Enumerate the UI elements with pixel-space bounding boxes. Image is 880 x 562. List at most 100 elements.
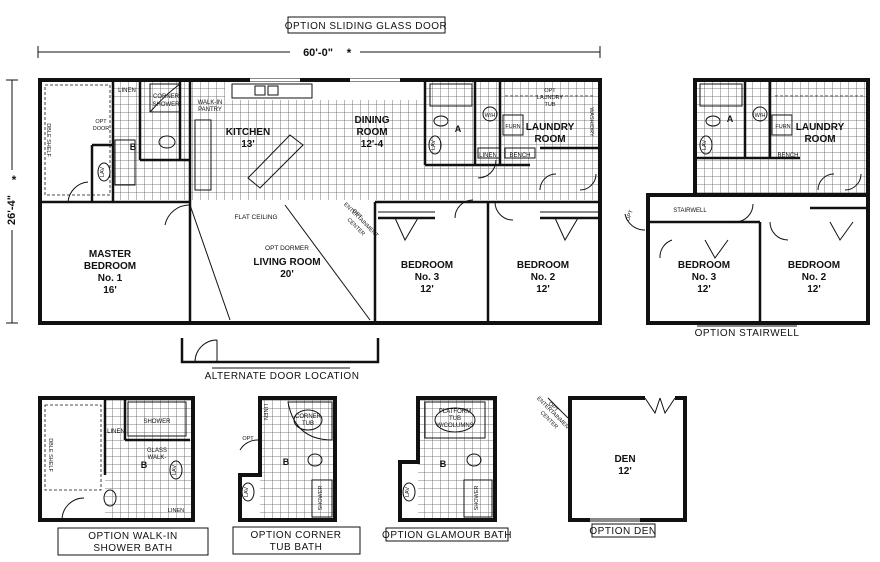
master-label-3: No. 1	[98, 273, 123, 284]
caption-box-glamour	[385, 527, 509, 542]
stair-bedroom3-size: 12'	[697, 284, 711, 295]
corner-opt-label: OPT	[242, 436, 254, 442]
wh-label: W/H	[485, 113, 496, 119]
stair-wh-label: W/H	[755, 113, 766, 119]
master-size: 16'	[103, 285, 117, 296]
stair-bath-a-label: A	[727, 114, 734, 124]
walkin-pantry-label-2: PANTRY	[198, 107, 222, 113]
glamour-shower-label: SHOWER	[474, 486, 480, 511]
opt-laundry-label-2: LAUNDRY	[537, 95, 564, 101]
caption-box-sliding-door	[287, 16, 446, 34]
dining-label-1: DINING	[355, 115, 390, 126]
stair-bedroom3-label-2: No. 3	[692, 272, 717, 283]
stairwell-plan: STAIRWELL OPT A LAV W/H FURN BENCH LAUND…	[624, 78, 870, 325]
master-label-2: BEDROOM	[84, 261, 136, 272]
caption-glamour: OPTION GLAMOUR BATH	[382, 530, 512, 541]
caption-corner-2: TUB BATH	[270, 542, 323, 553]
glamour-platform-label-3: W/COLUMNS	[436, 423, 473, 429]
walkin-shower-label: SHOWER	[144, 419, 172, 425]
bath-b-label: B	[130, 142, 137, 152]
corner-shower-label-1: CORNER	[153, 94, 180, 100]
glamour-platform-label-1: PLATFORM	[439, 409, 471, 415]
dining-label-2: ROOM	[356, 127, 387, 138]
corner-bath-b-label: B	[283, 457, 290, 467]
dble-shelf-label: DBLE SHELF	[45, 123, 51, 157]
width-dimension: 60'-0" *	[37, 44, 601, 60]
bedroom2-label-1: BEDROOM	[517, 260, 569, 271]
walkin-pantry-label-1: WALK-IN	[198, 100, 223, 106]
stair-laundry-label-1: LAUNDRY	[796, 122, 845, 133]
glamour-lav-label: LAV	[405, 487, 411, 497]
corner-tub-bath-plan: CORNER TUB B LINEN LAV SHOWER OPT	[238, 396, 337, 522]
kitchen-label: KITCHEN	[226, 127, 270, 138]
walkin-shower-bath-plan: SHOWER LINEN GLASS WALK- B LAV LINEN DBL…	[38, 396, 195, 522]
den-label: DEN	[614, 454, 635, 465]
dining-size: 12'-4	[361, 139, 384, 150]
corner-shower-label-2: SHOWER	[153, 102, 181, 108]
bedroom3-label-1: BEDROOM	[401, 260, 453, 271]
walkin-lav-label: LAV	[172, 465, 178, 475]
corner-shower-label: SHOWER	[318, 486, 324, 511]
opt-door-label-2: DOOR	[93, 126, 110, 132]
caption-walkin-1: OPTION WALK-IN	[88, 531, 177, 542]
walkin-linen-label-2: LINEN	[168, 508, 184, 514]
corner-tub-label-1: CORNER	[295, 414, 322, 420]
lav-label-a: LAV	[431, 140, 437, 150]
caption-box-walkin	[57, 527, 209, 556]
den-plan: OPT ENTERTAINMENT CENTER DEN 12'	[535, 395, 687, 522]
linen-label: LINEN	[118, 88, 136, 94]
caption-den: OPTION DEN	[589, 526, 656, 537]
walkin-bath-b-label: B	[141, 460, 148, 470]
living-room-size: 20'	[280, 269, 294, 280]
walkin-linen-label: LINEN	[107, 429, 125, 435]
opt-laundry-label-3: TUB	[545, 102, 556, 108]
caption-corner-1: OPTION CORNER	[251, 530, 342, 541]
stair-bedroom2-size: 12'	[807, 284, 821, 295]
stair-furn-label: FURN	[775, 124, 790, 130]
bath-a-label: A	[455, 124, 462, 134]
lav-label-b: LAV	[100, 167, 106, 177]
master-label-1: MASTER	[89, 249, 132, 260]
bench-label: BENCH	[509, 153, 530, 159]
stair-lav-label: LAV	[702, 140, 708, 150]
caption-walkin-2: SHOWER BATH	[93, 543, 172, 554]
bedroom3-size: 12'	[420, 284, 434, 295]
den-size: 12'	[618, 466, 632, 477]
walkin-glass-label-1: GLASS	[147, 448, 167, 454]
furn-label: FURN	[505, 124, 520, 130]
laundry-label-1: LAUNDRY	[526, 122, 575, 133]
corner-linen-label: LINEN	[262, 404, 268, 420]
glamour-bath-plan: PLATFORM TUB W/COLUMNS B LAV SHOWER	[398, 396, 497, 522]
main-floor-plan: MASTER BEDROOM No. 1 16' FLAT CEILING OP…	[38, 78, 602, 364]
corner-lav-label: LAV	[244, 487, 250, 497]
depth-dimension-text: 26'-4"	[6, 195, 18, 225]
stair-bedroom2-label-2: No. 2	[802, 272, 827, 283]
walkin-dble-shelf-label: DBLE SHELF	[47, 438, 53, 472]
stairwell-label: STAIRWELL	[673, 208, 707, 214]
linen-label-2: LINEN	[479, 153, 497, 159]
caption-alt-door: ALTERNATE DOOR LOCATION	[205, 371, 360, 382]
opt-laundry-label-1: OPT	[544, 88, 556, 94]
flat-ceiling-label: FLAT CEILING	[234, 214, 277, 221]
corner-tub-label-2: TUB	[302, 421, 314, 427]
caption-stairwell: OPTION STAIRWELL	[695, 328, 800, 339]
caption-box-den	[591, 523, 656, 538]
bedroom2-label-2: No. 2	[531, 272, 556, 283]
stair-opt-label: OPT	[625, 209, 635, 222]
width-asterisk: *	[347, 46, 352, 60]
stair-bedroom3-label-1: BEDROOM	[678, 260, 730, 271]
bedroom2-size: 12'	[536, 284, 550, 295]
glamour-bath-b-label: B	[440, 459, 447, 469]
stair-laundry-label-2: ROOM	[804, 134, 835, 145]
width-dimension-text: 60'-0"	[303, 47, 333, 59]
kitchen-size: 13'	[241, 139, 255, 150]
wash-dry-label: WASH/DRY	[588, 107, 594, 137]
depth-asterisk: *	[12, 173, 17, 187]
living-room-label: LIVING ROOM	[253, 257, 320, 268]
stair-bedroom2-label-1: BEDROOM	[788, 260, 840, 271]
caption-box-corner	[232, 526, 361, 555]
glamour-platform-label-2: TUB	[449, 416, 461, 422]
bedroom3-label-2: No. 3	[415, 272, 440, 283]
caption-sliding-door: OPTION SLIDING GLASS DOOR	[285, 21, 448, 32]
